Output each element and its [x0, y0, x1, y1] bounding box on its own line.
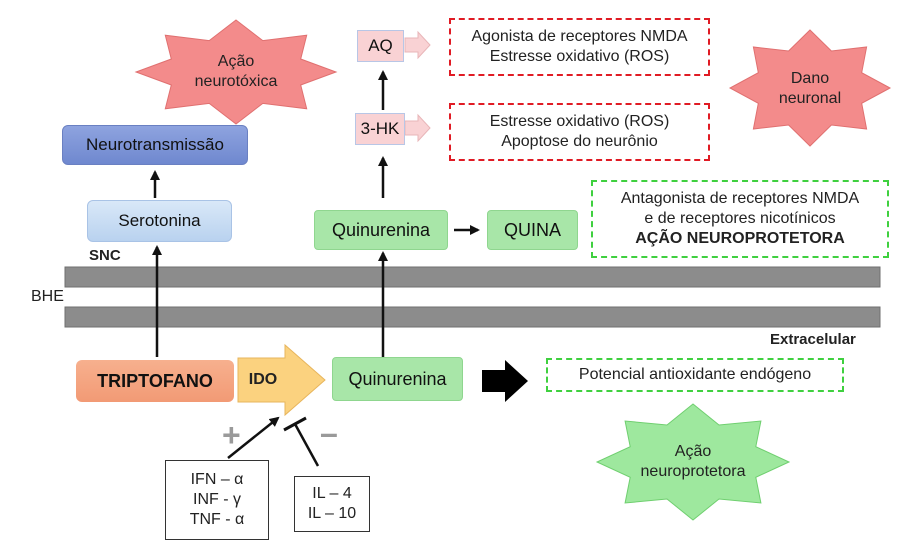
- arrow-to-antioxidant: [482, 360, 528, 402]
- neurotoxic-line-2: neurotóxica: [194, 73, 278, 90]
- 3hk-effects-box: Estresse oxidativo (ROS) Apoptose do neu…: [449, 103, 710, 161]
- neurotoxic-line-1: Ação: [217, 53, 255, 70]
- tryptophan-box: TRIPTOFANO: [76, 360, 234, 402]
- quina-effect-line-3: AÇÃO NEUROPROTETORA: [635, 230, 845, 247]
- 3hk-box: 3-HK: [355, 113, 405, 145]
- damage-line-1: Dano: [790, 70, 830, 87]
- aq-box: AQ: [357, 30, 404, 62]
- 3hk-effect-line-1: Estresse oxidativo (ROS): [489, 113, 670, 130]
- neurotoxic-star-label: Ação neurotóxica: [176, 47, 296, 97]
- bhe-label: BHE: [31, 288, 64, 305]
- serotonin-box: Serotonina: [87, 200, 232, 242]
- minus-sign: –: [320, 415, 338, 451]
- neuronal-damage-star-label: Dano neuronal: [760, 64, 860, 114]
- membrane-lower: [64, 306, 881, 328]
- star-neurotoxic: [134, 19, 338, 125]
- ido-label: IDO: [248, 371, 278, 388]
- kynurenine-ext-box: Quinurenina: [332, 357, 463, 401]
- cytokine-inf: INF - γ: [193, 491, 241, 508]
- star-neuroprotective: [595, 403, 791, 521]
- neuroprot-line-2: neuroprotetora: [640, 463, 746, 480]
- kynurenine-snc-box: Quinurenina: [314, 210, 448, 250]
- cytokine-il10: IL – 10: [307, 505, 357, 522]
- damage-line-2: neuronal: [778, 90, 842, 107]
- plus-sign: +: [222, 417, 241, 453]
- arrow-pro-cytokines-to-ido: [227, 416, 280, 459]
- cytokine-ifn: IFN – α: [190, 471, 244, 488]
- cytokine-tnf: TNF - α: [189, 511, 245, 528]
- snc-label: SNC: [89, 247, 121, 264]
- aq-effects-box: Agonista de receptores NMDA Estresse oxi…: [449, 18, 710, 76]
- cytokine-il4: IL – 4: [312, 485, 352, 502]
- ido-arrow-shape: [237, 343, 326, 417]
- neuroprot-line-1: Ação: [674, 443, 712, 460]
- neuroprotective-star-label: Ação neuroprotetora: [630, 437, 756, 487]
- antioxidant-box: Potencial antioxidante endógeno: [546, 358, 844, 392]
- membrane-upper: [64, 266, 881, 288]
- pro-inflammatory-cytokines-box: IFN – α INF - γ TNF - α: [165, 460, 269, 540]
- aq-effect-line-1: Agonista de receptores NMDA: [471, 28, 688, 45]
- aq-effect-line-2: Estresse oxidativo (ROS): [489, 48, 670, 65]
- inhibit-anti-cytokines-bar: [283, 416, 307, 432]
- inhibit-anti-cytokines-line: [293, 423, 320, 467]
- quina-effect-line-1: Antagonista de receptores NMDA: [620, 190, 860, 207]
- neurotransmission-box: Neurotransmissão: [62, 125, 248, 165]
- quina-effects-box: Antagonista de receptores NMDA e de rece…: [591, 180, 889, 258]
- quina-box: QUINA: [487, 210, 578, 250]
- star-neuronal-damage: [728, 29, 892, 147]
- extracelular-label: Extracelular: [770, 331, 856, 348]
- quina-effect-line-2: e de receptores nicotínicos: [644, 210, 836, 227]
- anti-inflammatory-cytokines-box: IL – 4 IL – 10: [294, 476, 370, 532]
- 3hk-effect-line-2: Apoptose do neurônio: [501, 133, 658, 150]
- 3hk-effect-arrow: [404, 113, 431, 143]
- aq-effect-arrow: [404, 30, 431, 60]
